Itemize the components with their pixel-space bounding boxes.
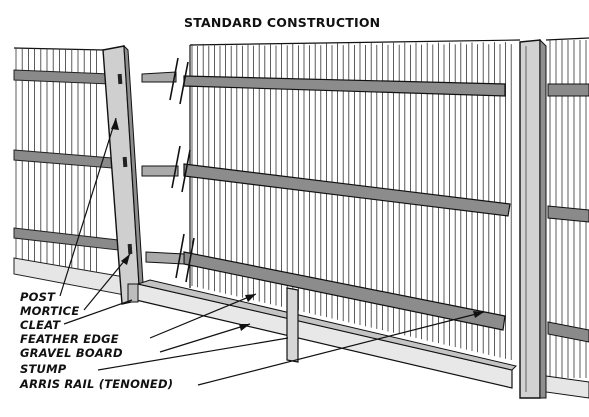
- arris-rail-middle: [183, 163, 511, 217]
- right-arris-rail-top: [547, 83, 589, 97]
- label-cleat: CLEAT: [20, 318, 61, 332]
- right-post-side: [539, 38, 547, 399]
- label-arris-rail: ARRIS RAIL (TENONED): [20, 377, 174, 391]
- arrowhead-mortice: [121, 254, 130, 265]
- leader-stump: [97, 337, 289, 371]
- leader-lines: [59, 117, 485, 386]
- right-arris-rail-bottom: [547, 321, 589, 343]
- arrowhead-post: [111, 118, 119, 130]
- break-mark-bottom: [175, 233, 195, 283]
- tenon-middle: [141, 165, 179, 177]
- arrowhead-feather-edge: [245, 294, 256, 302]
- tenon-bottom: [145, 251, 185, 265]
- leader-arrowheads: [111, 118, 484, 331]
- arrowhead-gravel-board: [239, 324, 250, 331]
- right-post: [519, 39, 541, 399]
- leader-gravel-board: [159, 323, 251, 353]
- right-gravel-board: [545, 375, 589, 399]
- leader-cleat: [63, 299, 133, 325]
- arrowhead-arris-rail: [473, 311, 484, 318]
- break-mark-middle: [171, 145, 191, 193]
- diagram-title: STANDARD CONSTRUCTION: [184, 15, 381, 30]
- right-arris-rail-middle: [547, 205, 589, 223]
- leader-post: [59, 117, 117, 297]
- leader-mortice: [83, 253, 131, 311]
- label-gravel-board: GRAVEL BOARD: [20, 346, 123, 360]
- post-mortice-bottom: [127, 243, 133, 255]
- leader-feather-edge: [149, 293, 257, 339]
- center-panel-top-edge: [189, 39, 521, 46]
- cleat: [127, 283, 139, 303]
- arris-rail-top: [183, 75, 506, 97]
- break-mark-top: [169, 57, 189, 105]
- post-mortice-top: [117, 73, 123, 85]
- right-panel-top-edge: [545, 37, 589, 41]
- label-feather-edge: FEATHER EDGE: [20, 332, 119, 346]
- leader-arris-rail: [197, 311, 485, 386]
- stump: [286, 287, 299, 363]
- label-stump: STUMP: [20, 362, 67, 376]
- label-post: POST: [20, 290, 56, 304]
- tenon-top: [141, 71, 177, 83]
- gravel-board-top-edge: [136, 279, 517, 371]
- label-mortice: MORTICE: [20, 304, 80, 318]
- post-mortice-middle: [122, 156, 128, 168]
